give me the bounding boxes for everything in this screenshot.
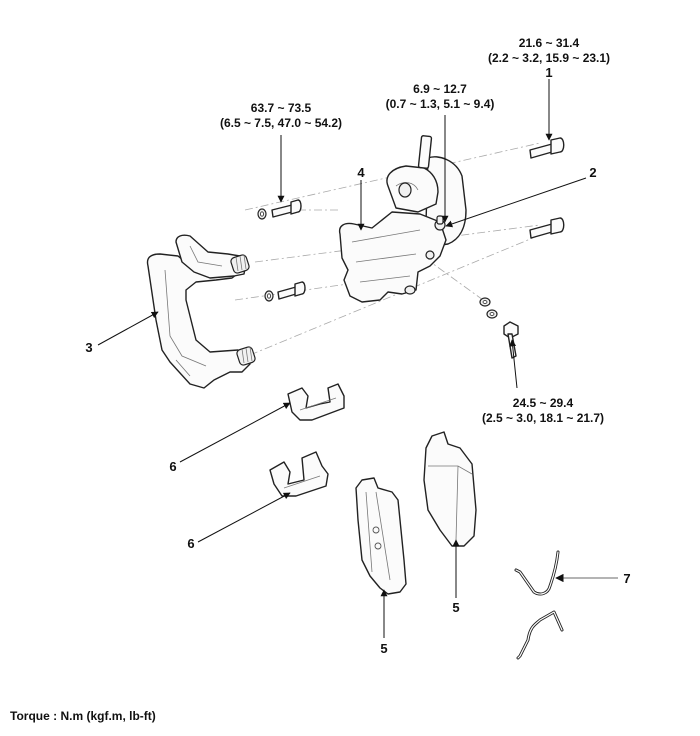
torque-imperial: (2.5 ~ 3.0, 18.1 ~ 21.7) [482,411,604,425]
torque-imperial: (2.2 ~ 3.2, 15.9 ~ 23.1) [488,51,610,65]
bleeder-screw-drawing [434,215,446,231]
carrier-bolt-upper [257,199,302,220]
carrier-bolt-lower [264,281,306,302]
retainer-clip-lower [269,451,329,497]
callout-5-right: 5 [452,600,459,615]
carrier-pin-upper [230,254,250,274]
torque-nm: 21.6 ~ 31.4 [519,36,580,50]
brake-pad-right [423,431,477,547]
mounting-bolt-lower [529,217,565,239]
callout-3: 3 [85,340,92,355]
torque-label-part2: 6.9 ~ 12.7 (0.7 ~ 1.3, 5.1 ~ 9.4) [386,82,495,111]
leader-lines [97,79,618,638]
callout-1: 1 [545,65,552,80]
torque-imperial: (0.7 ~ 1.3, 5.1 ~ 9.4) [386,97,495,111]
torque-unit-legend: Torque : N.m (kgf.m, lb-ft) [10,709,156,723]
anti-rattle-spring-upper [514,550,560,596]
callout-6-upper: 6 [169,459,176,474]
caliper-carrier-drawing [146,234,256,389]
torque-nm: 24.5 ~ 29.4 [513,396,574,410]
guide-bolt-with-washers [479,297,519,359]
callout-6-lower: 6 [187,536,194,551]
callout-4: 4 [357,165,365,180]
mounting-bolt-upper [529,137,565,159]
torque-label-part1: 21.6 ~ 31.4 (2.2 ~ 3.2, 15.9 ~ 23.1) [488,36,610,65]
retainer-clip-upper [287,383,345,421]
torque-nm: 63.7 ~ 73.5 [251,101,312,115]
anti-rattle-spring-lower [516,610,564,660]
torque-label-carrier-bolt: 63.7 ~ 73.5 (6.5 ~ 7.5, 47.0 ~ 54.2) [220,101,342,130]
torque-nm: 6.9 ~ 12.7 [413,82,467,96]
callout-numbers: 1 2 3 4 5 5 6 6 7 [85,65,630,656]
callout-5-left: 5 [380,641,387,656]
caliper-housing-drawing [338,135,467,303]
brake-pad-left [355,477,407,595]
callout-7: 7 [623,571,630,586]
torque-imperial: (6.5 ~ 7.5, 47.0 ~ 54.2) [220,116,342,130]
carrier-pin-lower [236,346,256,366]
torque-label-guide-bolt: 24.5 ~ 29.4 (2.5 ~ 3.0, 18.1 ~ 21.7) [482,396,604,425]
callout-2: 2 [589,165,596,180]
